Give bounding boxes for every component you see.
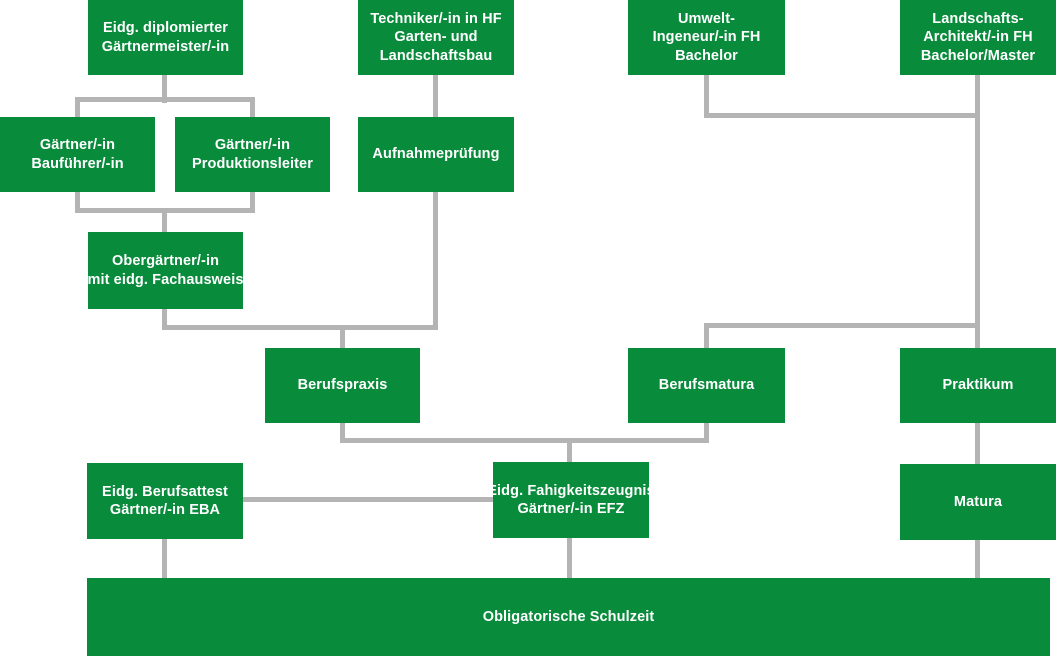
connector-eba-efz	[243, 497, 493, 502]
node-matura: Matura	[900, 464, 1056, 540]
node-berufspraxis: Berufspraxis	[265, 348, 420, 423]
connector-bus-berufspraxis	[162, 325, 438, 330]
node-berufsmatura: Berufsmatura	[628, 348, 785, 423]
connector-landschaft-spine	[975, 75, 980, 348]
connector-bus-fh-bottom	[704, 323, 980, 328]
node-berufsattest-eba: Eidg. Berufsattest Gärtner/-in EBA	[87, 463, 243, 539]
connector-berufspraxis-down	[340, 423, 345, 443]
node-landschafts-architekt-fh: Landschafts- Architekt/-in FH Bachelor/M…	[900, 0, 1056, 75]
node-techniker-hf: Techniker/-in in HF Garten- und Landscha…	[358, 0, 514, 75]
connector-to-efz	[567, 438, 572, 462]
connector-to-baufuehrer	[75, 97, 80, 117]
connector-eba-schulzeit	[162, 539, 167, 578]
node-bauführer: Gärtner/-in Bauführer/-in	[0, 117, 155, 192]
connector-praktikum-matura	[975, 423, 980, 464]
node-obergaertner: Obergärtner/-in mit eidg. Fachausweis	[88, 232, 243, 309]
node-obligatorische-schulzeit: Obligatorische Schulzeit	[87, 578, 1050, 656]
connector-to-obergaertner	[162, 208, 167, 232]
connector-produktionsleiter-down	[250, 192, 255, 213]
node-gaertnermeister: Eidg. diplomierter Gärtnermeister/-in	[88, 0, 243, 75]
connector-berufsmatura-down	[704, 423, 709, 443]
connector-matura-schulzeit	[975, 540, 980, 578]
connector-baufuehrer-down	[75, 192, 80, 213]
node-praktikum: Praktikum	[900, 348, 1056, 423]
connector-to-berufsmatura	[704, 323, 709, 348]
node-produktionsleiter: Gärtner/-in Produktionsleiter	[175, 117, 330, 192]
connector-to-berufspraxis	[340, 325, 345, 348]
connector-obergaertner-down	[162, 309, 167, 330]
node-umwelt-ingenieur-fh: Umwelt- Ingeneur/-in FH Bachelor	[628, 0, 785, 75]
connector-techniker-aufnahmepruefung	[433, 75, 438, 117]
connector-bus-fh-top	[704, 113, 980, 118]
connector-efz-schulzeit	[567, 538, 572, 578]
node-aufnahmepruefung: Aufnahmeprüfung	[358, 117, 514, 192]
connector-meister-down	[162, 75, 167, 103]
node-faehigkeitszeugnis-efz: Eidg. Fahigkeitszeugnis Gärtner/-in EFZ	[487, 462, 655, 538]
connector-umwelt-down	[704, 75, 709, 118]
connector-aufnahmepruefung-down	[433, 192, 438, 330]
connector-bracket-top	[75, 97, 255, 102]
connector-to-produktionsleiter	[250, 97, 255, 117]
connector-bus-efz	[340, 438, 709, 443]
